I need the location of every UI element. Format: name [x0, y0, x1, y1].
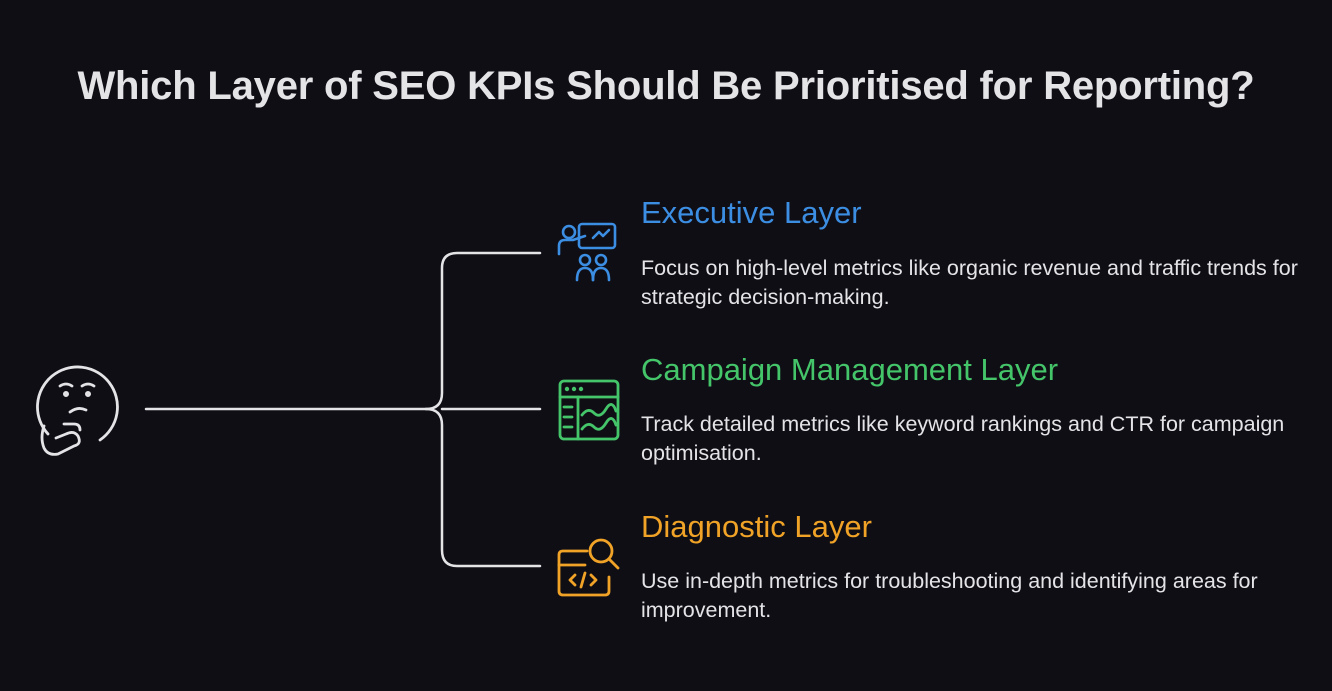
connector-branch-diagnostic [424, 407, 542, 568]
layer-title-campaign: Campaign Management Layer [641, 352, 1059, 387]
layer-description-diagnostic: Use in-depth metrics for troubleshooting… [641, 569, 1258, 622]
thinking-face-icon [36, 365, 119, 456]
connector-branch-executive [424, 251, 542, 411]
layer-description-campaign: Track detailed metrics like keyword rank… [641, 412, 1285, 465]
layer-title-diagnostic: Diagnostic Layer [641, 509, 872, 544]
presentation-audience-icon [557, 222, 617, 282]
dashboard-window-icon [558, 379, 620, 441]
layer-description-executive: Focus on high-level metrics like organic… [641, 256, 1298, 309]
diagram-title: Which Layer of SEO KPIs Should Be Priori… [77, 64, 1255, 108]
code-search-icon [557, 538, 620, 597]
layer-title-executive: Executive Layer [641, 195, 862, 230]
